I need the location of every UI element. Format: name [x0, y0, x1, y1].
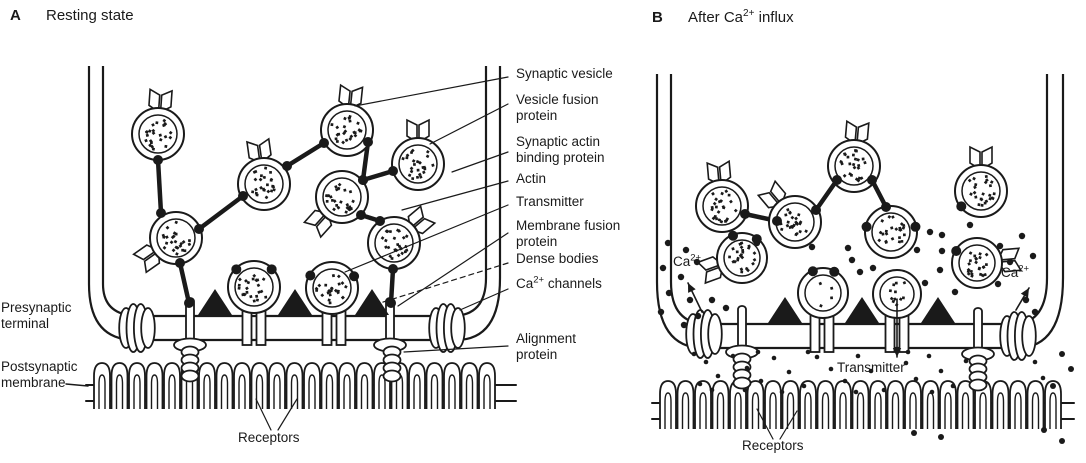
label-membrane-fusion-protein: Membrane fusion protein: [516, 218, 621, 250]
arrows: [687, 282, 1030, 358]
label-alignment-protein: Alignment protein: [516, 331, 577, 363]
label-vesicle-fusion-protein: Vesicle fusion protein: [516, 92, 599, 124]
panel-b-title: After Ca2+ influx: [688, 8, 794, 27]
dense-body: [768, 297, 802, 323]
alignment-protein: [382, 345, 402, 383]
label-ca-channels: Ca2+ channels: [516, 274, 602, 291]
synaptic-vesicle: [951, 237, 1023, 289]
label-presynaptic-terminal: Presynaptic terminal: [1, 300, 72, 332]
actin-binding-protein-dot: [266, 264, 277, 275]
vesicle-fusion-protein-flag: [338, 83, 364, 110]
vesicle-fusion-protein-flag: [407, 204, 437, 235]
label-transmitter: Transmitter: [516, 194, 584, 209]
synaptic-vesicle: [797, 266, 849, 319]
label-ca-ion-right: Ca2+: [1001, 263, 1030, 280]
vesicle-fusion-protein-flag: [996, 247, 1023, 273]
alignment-protein: [968, 354, 988, 392]
presynaptic-membrane: [128, 314, 462, 342]
synaptic-vesicle: [320, 83, 374, 157]
panel-b-diagram: [651, 74, 1075, 444]
synaptic-vesicle: [872, 269, 922, 319]
dense-body: [845, 297, 879, 323]
label-postsynaptic-membrane: Postsynaptic membrane: [1, 359, 78, 391]
actin-binding-protein-dot: [829, 266, 840, 277]
leader-lines: [65, 76, 509, 431]
synaptic-vesicle: [132, 211, 203, 274]
transmitter-molecules: [691, 349, 1046, 395]
ca-influx-arrow-right: [1015, 287, 1030, 311]
actin-binding-protein-dot: [956, 201, 967, 212]
ca-channel: [118, 303, 156, 353]
postsynaptic-membrane: [85, 362, 517, 409]
synaptic-vesicle: [367, 204, 437, 270]
label-actin: Actin: [516, 171, 547, 186]
presynaptic-membrane: [698, 322, 1014, 350]
panel-b-letter: B: [652, 9, 663, 26]
dense-body: [278, 289, 312, 315]
synaptic-vesicle: [756, 179, 822, 249]
membrane-fusion-protein: [961, 307, 995, 362]
receptors: [659, 380, 1062, 429]
synaptic-vesicle: [391, 118, 445, 191]
ca-channel: [999, 311, 1037, 361]
synaptic-vesicle: [696, 230, 768, 285]
label-synaptic-vesicle: Synaptic vesicle: [516, 66, 613, 81]
dense-body: [198, 289, 232, 315]
vesicle-fusion-protein-flag: [706, 159, 732, 186]
vesicle-fusion-protein-flag: [844, 119, 870, 146]
synaptic-vesicle: [695, 159, 749, 233]
synaptic-vesicle: [861, 205, 921, 259]
dense-body: [921, 297, 955, 323]
leader-lines: [756, 408, 798, 440]
transmitter-molecules-outer: [911, 351, 1074, 444]
synaptic-vesicle: [954, 145, 1008, 218]
actin-binding-protein-dot: [305, 270, 316, 281]
alignment-protein: [180, 345, 200, 383]
vesicle-fusion-protein-flag: [246, 137, 272, 164]
label-ca-ion-left: Ca2+: [673, 252, 702, 269]
actin-binding-protein-dot: [728, 230, 739, 241]
label-synaptic-actin-binding-protein: Synaptic actin binding protein: [516, 134, 605, 166]
synaptic-vesicle: [227, 260, 281, 314]
vesicle-fusion-protein-flag: [969, 145, 993, 171]
actin-binding-protein-dot: [349, 271, 360, 282]
transmitter-release-arrow: [892, 298, 902, 358]
synaptic-vesicle: [131, 87, 185, 161]
actin-binding-protein-dot: [910, 221, 921, 232]
actin-binding-protein-dot: [951, 246, 962, 256]
label-dense-bodies: Dense bodies: [516, 251, 599, 266]
actin-binding-protein-dot: [861, 221, 872, 232]
alignment-protein: [732, 352, 752, 390]
synaptic-vesicle: [302, 170, 369, 239]
panel-a-diagram: [65, 66, 517, 431]
vesicle-fusion-protein-flag: [132, 244, 161, 274]
vesicle-fusion-protein-flag: [406, 118, 430, 144]
actin-binding-protein-dot: [231, 264, 242, 275]
ca-influx-arrow-left: [687, 282, 703, 313]
postsynaptic-membrane: [651, 380, 1075, 429]
ca-channel: [685, 309, 723, 359]
actin-binding-dots: [740, 175, 891, 226]
dense-body: [355, 289, 389, 315]
actin-binding-dots: [153, 137, 398, 308]
ca-channel: [428, 303, 466, 353]
label-receptors-a: Receptors: [238, 430, 300, 445]
synaptic-vesicle: [305, 261, 360, 315]
panel-a-letter: A: [10, 7, 21, 24]
label-transmitter-b: Transmitter: [837, 360, 905, 375]
panel-a-title: Resting state: [46, 7, 134, 24]
actin-binding-protein-dot: [807, 266, 818, 277]
ca-ions: [657, 221, 1039, 329]
vesicle-fusion-protein-flag: [148, 87, 173, 114]
synaptic-vesicle: [237, 137, 291, 211]
label-receptors-b: Receptors: [742, 438, 804, 453]
